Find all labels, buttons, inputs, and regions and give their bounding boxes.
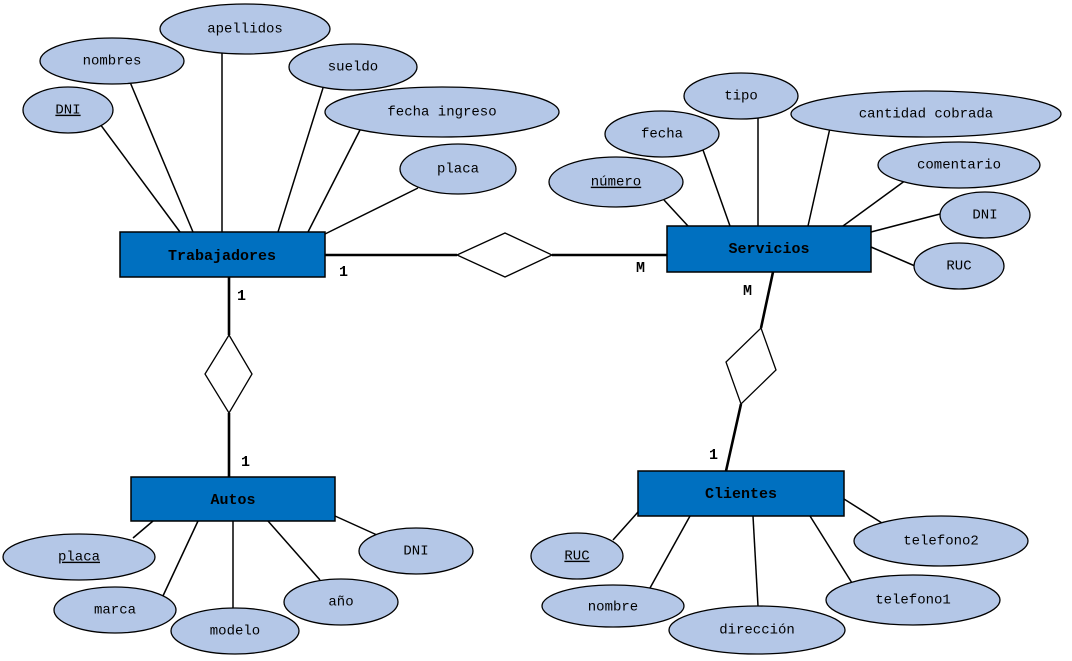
attribute-servicios-dni[interactable]: DNI (939, 191, 1031, 239)
entity-trabajadores[interactable]: Trabajadores (119, 231, 326, 278)
cardinality-label: 1 (241, 454, 250, 471)
attribute-autos-marca[interactable]: marca (53, 586, 177, 634)
cardinality-label: 1 (339, 264, 348, 281)
attribute-autos-modelo[interactable]: modelo (170, 607, 300, 655)
attribute-label: fecha ingreso (387, 105, 496, 121)
attribute-label: sueldo (328, 60, 378, 76)
cardinality-label: 1 (709, 447, 718, 464)
attribute-label: dirección (719, 623, 795, 639)
entity-servicios-label: Servicios (728, 241, 809, 258)
attribute-servicios-fecha[interactable]: fecha (604, 110, 720, 158)
entity-clientes-label: Clientes (705, 486, 777, 503)
attribute-label: fecha (641, 127, 683, 143)
cardinality-label: M (636, 260, 645, 277)
attribute-label: RUC (946, 259, 971, 275)
attribute-autos-dni[interactable]: DNI (358, 527, 474, 575)
attribute-trabajadores-apellidos[interactable]: apellidos (159, 3, 331, 55)
clientes-attribute-connectors (612, 498, 883, 607)
attribute-servicios-ruc[interactable]: RUC (913, 242, 1005, 290)
attribute-servicios-numero[interactable]: número (548, 156, 684, 208)
attribute-trabajadores-fecha-ingreso[interactable]: fecha ingreso (324, 86, 560, 138)
relationship-lines (227, 253, 775, 477)
relationship-trabajadores-servicios[interactable] (455, 232, 554, 278)
attribute-clientes-nombre[interactable]: nombre (541, 584, 685, 628)
attribute-autos-anio[interactable]: año (283, 578, 399, 626)
attribute-servicios-comentario[interactable]: comentario (877, 141, 1041, 189)
attribute-trabajadores-sueldo[interactable]: sueldo (288, 43, 418, 91)
entity-clientes[interactable]: Clientes (637, 470, 845, 517)
cardinality-label: 1 (237, 288, 246, 305)
attribute-label: DNI (55, 103, 80, 119)
entity-trabajadores-label: Trabajadores (168, 248, 276, 265)
attribute-label: telefono2 (903, 534, 979, 550)
attribute-trabajadores-nombres[interactable]: nombres (39, 37, 185, 85)
entity-autos-label: Autos (210, 492, 255, 509)
attribute-label: cantidad cobrada (859, 107, 993, 123)
autos-attribute-connectors (132, 515, 378, 608)
attribute-autos-placa[interactable]: placa (2, 533, 156, 581)
relationship-servicios-clientes[interactable] (725, 326, 777, 406)
attribute-clientes-telefono1[interactable]: telefono1 (825, 574, 1001, 626)
attribute-clientes-ruc[interactable]: RUC (530, 532, 624, 580)
attribute-label: telefono1 (875, 593, 951, 609)
servicios-attribute-connectors (663, 116, 941, 267)
entity-servicios[interactable]: Servicios (666, 225, 872, 273)
attribute-trabajadores-dni[interactable]: DNI (22, 86, 114, 134)
attribute-label: modelo (210, 624, 260, 640)
attribute-label: apellidos (207, 22, 283, 38)
attribute-trabajadores-placa[interactable]: placa (399, 143, 517, 195)
attribute-label: nombres (83, 54, 142, 70)
attribute-label: marca (94, 603, 136, 619)
attribute-label: placa (437, 162, 479, 178)
cardinality-label: M (743, 283, 752, 300)
attribute-label: nombre (588, 600, 638, 616)
attribute-servicios-cantidad-cobrada[interactable]: cantidad cobrada (790, 90, 1062, 138)
attribute-label: DNI (403, 544, 428, 560)
attribute-label: placa (58, 550, 100, 566)
entity-autos[interactable]: Autos (130, 476, 336, 522)
attribute-label: año (328, 595, 353, 611)
trabajadores-attribute-connectors (99, 53, 419, 235)
attribute-label: DNI (972, 208, 997, 224)
attribute-servicios-tipo[interactable]: tipo (683, 72, 799, 120)
attribute-label: RUC (564, 549, 589, 565)
attribute-label: número (591, 175, 641, 191)
attribute-clientes-telefono2[interactable]: telefono2 (853, 515, 1029, 567)
attribute-clientes-direccion[interactable]: dirección (668, 605, 846, 655)
relationship-trabajadores-autos[interactable] (204, 333, 253, 415)
attribute-label: comentario (917, 158, 1001, 174)
attribute-label: tipo (724, 89, 758, 105)
